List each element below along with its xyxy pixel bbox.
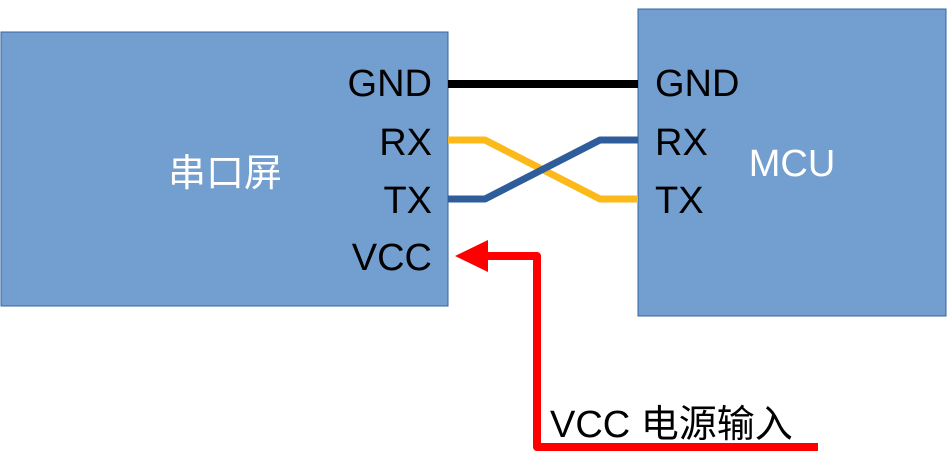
serial-screen-block: 串口屏 GND RX TX VCC	[0, 31, 449, 307]
serial-screen-gnd-label: GND	[348, 63, 432, 105]
mcu-block: MCU GND RX TX	[637, 8, 947, 317]
vcc-power-input-label: VCC 电源输入	[550, 404, 793, 446]
serial-screen-rx-label: RX	[379, 122, 432, 164]
serial-screen-vcc-label: VCC	[352, 237, 432, 279]
mcu-box	[637, 8, 947, 317]
vcc-arrow-head	[455, 240, 488, 272]
tx-to-rx-wire	[448, 136, 638, 203]
mcu-rx-label: RX	[655, 122, 708, 164]
vcc-power-wire	[480, 252, 818, 451]
mcu-tx-label: TX	[655, 180, 704, 222]
mcu-title: MCU	[749, 143, 836, 185]
serial-screen-tx-label: TX	[383, 180, 432, 222]
mcu-gnd-label: GND	[655, 63, 739, 105]
serial-screen-box	[0, 31, 449, 307]
wires	[448, 80, 818, 451]
serial-screen-title: 串口屏	[168, 153, 282, 195]
